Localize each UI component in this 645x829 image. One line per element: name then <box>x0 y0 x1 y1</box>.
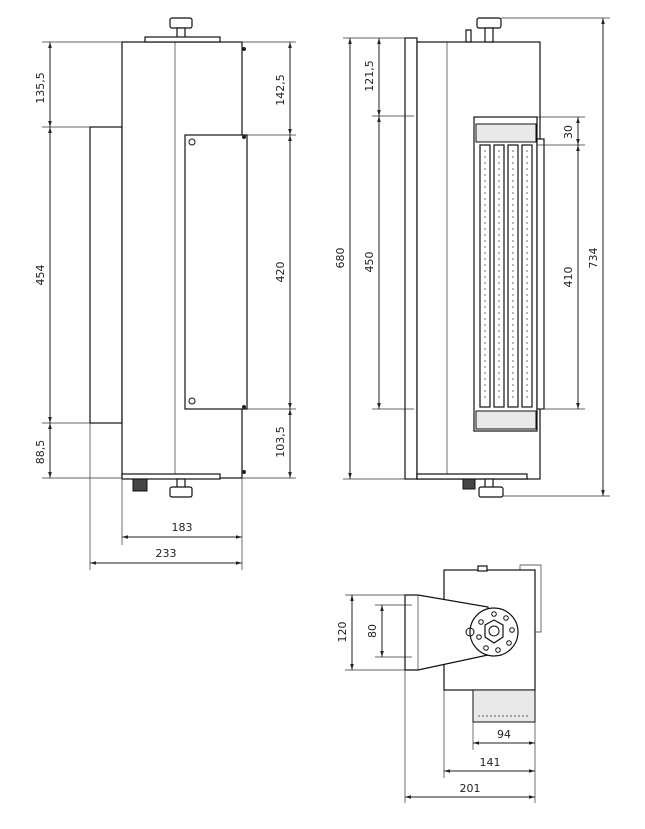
side-view: 135,5 454 88,5 142,5 420 103,5 183 233 <box>34 17 296 570</box>
bracket-view: 120 80 94 141 201 <box>336 564 542 803</box>
dim-front-overall-height: 680 <box>334 248 347 269</box>
dim-front-top-offset: 121,5 <box>363 60 376 92</box>
dim-side-top-offset: 135,5 <box>34 72 47 104</box>
dim-side-bottom-offset: 88,5 <box>34 440 47 465</box>
dim-front-grille-height: 410 <box>562 267 575 288</box>
side-top-knob <box>169 17 193 29</box>
front-bottom-knob <box>478 486 504 498</box>
dim-front-total-height: 734 <box>587 248 600 269</box>
dim-bracket-body-depth: 141 <box>480 756 501 769</box>
dim-side-panel-bottom: 103,5 <box>274 426 287 458</box>
bracket-lower-box <box>472 689 536 723</box>
front-top-knob <box>476 17 502 29</box>
bracket-hex-nut <box>484 619 504 644</box>
dim-bracket-overall-depth: 201 <box>460 782 481 795</box>
side-cable-gland <box>132 478 148 492</box>
side-panel <box>184 134 248 410</box>
front-view: 680 121,5 450 30 410 734 <box>334 17 610 498</box>
dim-bracket-height: 120 <box>336 622 349 643</box>
dim-bracket-box-depth: 94 <box>497 728 511 741</box>
front-wall-plate <box>404 37 418 480</box>
front-cable-gland <box>462 478 476 490</box>
dim-side-body-width: 183 <box>172 521 193 534</box>
dim-side-total-width: 233 <box>156 547 177 560</box>
dim-side-panel-top: 142,5 <box>274 74 287 106</box>
dim-side-front-height: 454 <box>34 265 47 286</box>
dim-side-panel-height: 420 <box>274 262 287 283</box>
side-bottom-knob <box>169 486 193 498</box>
dim-front-louver-height: 450 <box>363 252 376 273</box>
side-rear-plate <box>89 126 123 424</box>
front-grille <box>479 144 533 408</box>
dim-bracket-bolt-spacing: 80 <box>366 624 379 638</box>
dim-front-grille-top: 30 <box>562 125 575 139</box>
